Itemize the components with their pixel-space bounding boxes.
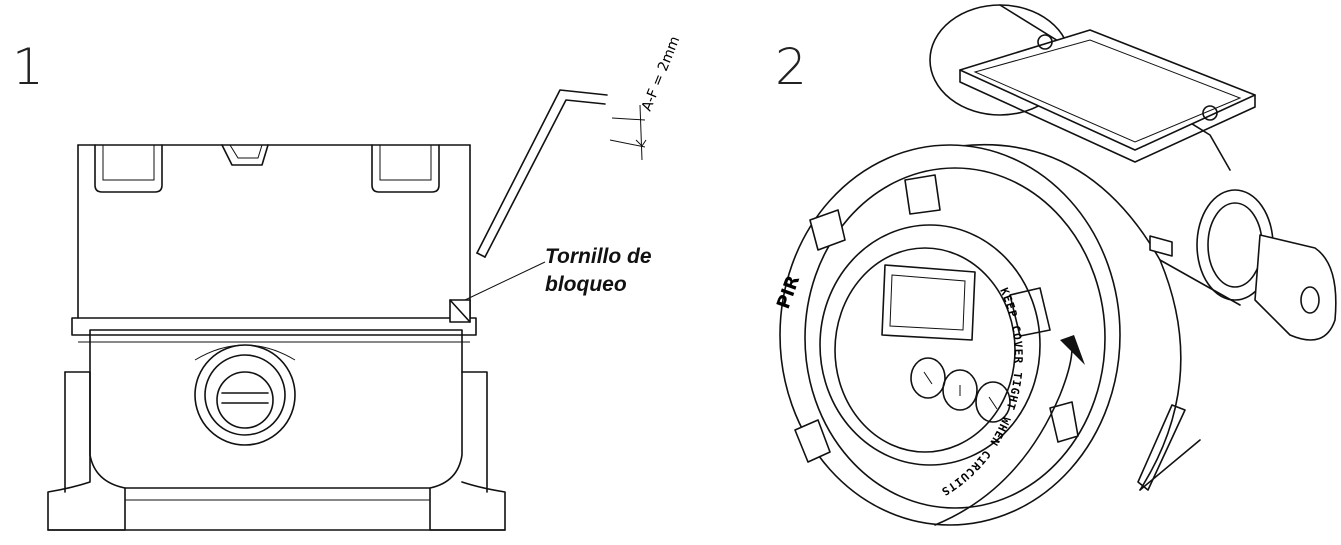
step-number-1: 1 (12, 38, 44, 96)
locking-screw-label-line1: Tornillo de (545, 245, 652, 268)
locking-screw-label: Tornillo de bloqueo (545, 243, 652, 299)
enclosure-isometric-view (779, 4, 1337, 526)
step-number-2: 2 (775, 38, 807, 96)
hex-key-size-label: A-F = 2mm (639, 34, 683, 113)
enclosure-side-view (47, 89, 647, 531)
locking-screw-label-line2: bloqueo (545, 273, 627, 296)
